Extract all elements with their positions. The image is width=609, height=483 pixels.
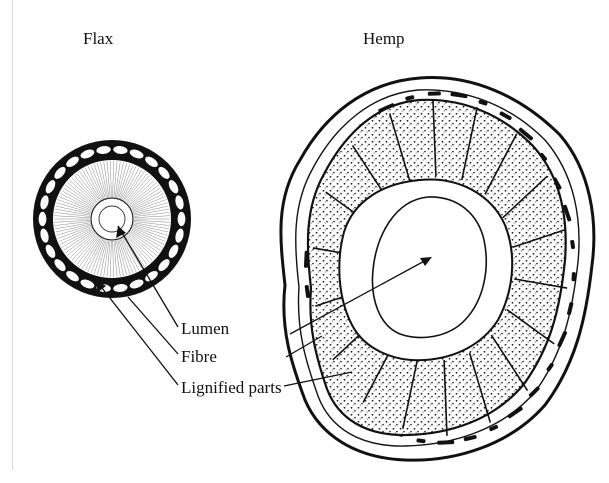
hemp-cross-section [281,78,594,461]
flax-lumen [99,206,125,232]
flax-cell [38,212,46,227]
flax-cross-section [33,140,191,298]
label-lumen: Lumen [181,320,229,337]
label-fibre: Fibre [181,348,217,365]
flax-lignified-leader [95,279,178,385]
label-lignified-parts: Lignified parts [181,379,282,396]
hemp-dash [437,440,454,445]
flax-fibre-leader [128,297,178,354]
hemp-dash [428,91,441,96]
hemp-dash [571,272,575,281]
flax-cell [177,212,185,227]
